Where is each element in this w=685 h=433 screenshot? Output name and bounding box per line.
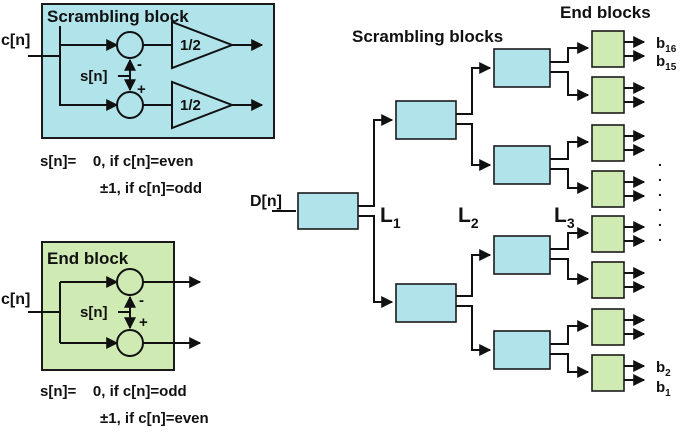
- scrambling-block-detail: Scrambling block c[n] s[n] - + 1/2 1/2 s…: [1, 3, 275, 197]
- ellipsis-dot-5: .: [658, 213, 662, 229]
- output-labels: b16 b15 b2 b1: [656, 35, 677, 399]
- ellipsis-dot-1: .: [658, 153, 662, 169]
- scrambling-top-gain-label: 1/2: [180, 37, 201, 54]
- end-block-detail: End block c[n] s[n] - + s[n]= 0, if c[n]…: [1, 241, 209, 427]
- wire-l3d-top: [550, 320, 590, 345]
- level-labels: L1 L2 L3: [380, 204, 575, 231]
- scrambling-minus-sign: -: [137, 56, 142, 73]
- end-block-8: [591, 354, 625, 392]
- end-block-title: End block: [47, 249, 129, 268]
- wire-l3d-bottom: [550, 353, 590, 378]
- scrambling-block-l3-1: [493, 48, 551, 88]
- scrambling-input-label: c[n]: [1, 32, 30, 49]
- tree-wires: [358, 42, 590, 378]
- wire-l3c-bottom: [550, 258, 590, 285]
- output-b2: b2: [656, 359, 671, 379]
- end-minus-sign: -: [139, 292, 144, 309]
- output-b1: b1: [656, 379, 671, 399]
- end-blocks: [591, 30, 646, 392]
- scrambling-block-l3-2: [493, 145, 551, 185]
- end-block-2: [591, 76, 625, 114]
- scrambling-s-label: s[n]: [80, 68, 108, 85]
- scrambling-block-l2-bottom: [395, 283, 457, 323]
- scrambling-block-title: Scrambling block: [47, 7, 189, 26]
- wire-l2a-bottom: [456, 123, 492, 171]
- wire-l1-top: [358, 114, 394, 207]
- ellipsis-dot-3: .: [658, 183, 662, 199]
- end-block-4: [591, 170, 625, 208]
- end-bottom-adder: [116, 329, 144, 357]
- output-b16: b16: [656, 35, 677, 55]
- end-block-3: [591, 124, 625, 162]
- wire-l3a-bottom: [550, 71, 590, 101]
- level-label-3: L3: [554, 204, 575, 231]
- end-blocks-label: End blocks: [560, 3, 651, 22]
- end-s-label: s[n]: [80, 304, 108, 321]
- level-label-2: L2: [458, 204, 479, 231]
- scrambling-block-frame: [41, 3, 275, 139]
- scrambling-bottom-gain: [171, 80, 235, 130]
- ellipsis-dot-2: .: [658, 168, 662, 184]
- scrambling-block-l2-top: [395, 100, 457, 140]
- scrambling-bottom-gain-label: 1/2: [180, 97, 201, 114]
- scrambling-rule-line2: ±1, if c[n]=odd: [100, 180, 202, 197]
- scrambling-block-l1: [297, 192, 359, 230]
- end-block-7: [591, 308, 625, 346]
- end-block-6: [591, 261, 625, 299]
- end-rule-line1: s[n]= 0, if c[n]=odd: [40, 383, 187, 400]
- output-ellipsis: . . . . . .: [658, 153, 662, 244]
- scrambling-blocks-label: Scrambling blocks: [352, 27, 503, 46]
- end-input-label: c[n]: [1, 291, 30, 308]
- wire-l2b-bottom: [456, 305, 492, 356]
- tree-input-label: D[n]: [250, 193, 282, 210]
- level-label-1: L1: [380, 204, 401, 231]
- wire-l3c-top: [550, 227, 590, 250]
- wire-l3b-bottom: [550, 168, 590, 194]
- output-b15: b15: [656, 53, 677, 73]
- end-plus-sign: +: [139, 314, 148, 331]
- end-block-1: [591, 30, 625, 68]
- wire-l3b-top: [550, 136, 590, 160]
- end-block-5: [591, 215, 625, 253]
- scrambling-top-adder: [116, 31, 144, 59]
- scrambling-top-gain: [171, 20, 235, 70]
- ellipsis-dot-4: .: [658, 198, 662, 214]
- scrambling-block-l3-4: [493, 330, 551, 370]
- wire-l3a-top: [550, 42, 590, 63]
- scrambling-block-l3-3: [493, 235, 551, 275]
- end-rule-line2: ±1, if c[n]=even: [100, 410, 209, 427]
- scrambling-rule-line1: s[n]= 0, if c[n]=even: [40, 153, 193, 170]
- wire-l1-bottom: [358, 215, 394, 308]
- scrambling-tree: Scrambling blocks End blocks D[n]: [250, 3, 677, 399]
- wire-l2a-top: [456, 62, 492, 115]
- ellipsis-dot-6: .: [658, 228, 662, 244]
- scrambling-plus-sign: +: [137, 81, 146, 98]
- wire-l2b-top: [456, 249, 492, 297]
